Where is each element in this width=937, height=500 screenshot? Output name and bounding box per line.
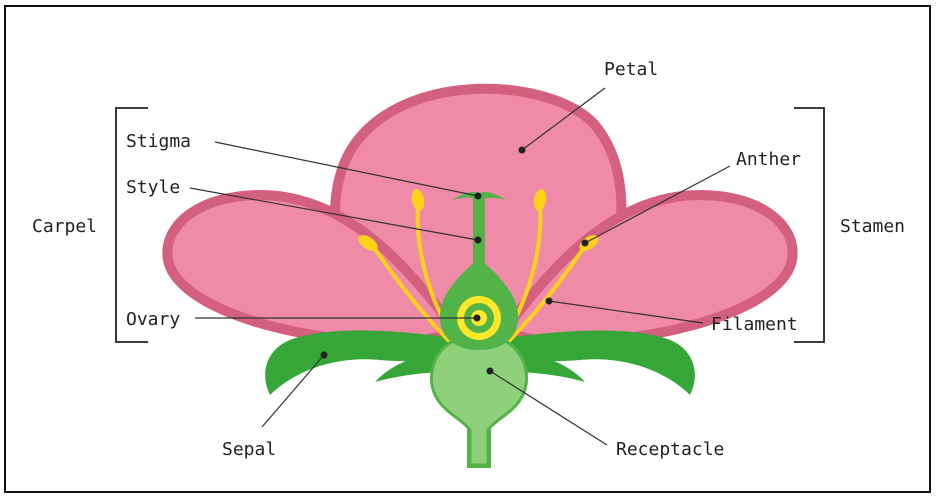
receptacle-label: Receptacle bbox=[616, 439, 724, 460]
anther-dot bbox=[582, 240, 589, 247]
sepal-label: Sepal bbox=[222, 439, 276, 460]
stigma-dot bbox=[475, 193, 482, 200]
filament-label: Filament bbox=[711, 314, 798, 335]
ovary-label: Ovary bbox=[126, 309, 180, 330]
style-dot bbox=[475, 237, 482, 244]
ovary-dot bbox=[474, 315, 481, 322]
receptacle-dot bbox=[487, 368, 494, 375]
style-label: Style bbox=[126, 177, 180, 198]
anther-label: Anther bbox=[736, 149, 801, 170]
filament-dot bbox=[546, 298, 553, 305]
carpel-label: Carpel bbox=[32, 216, 97, 237]
stigma-label: Stigma bbox=[126, 131, 191, 152]
stamen-bracket bbox=[794, 108, 824, 342]
sepal-dot bbox=[321, 352, 328, 359]
petal-label: Petal bbox=[604, 59, 658, 80]
petal-dot bbox=[519, 147, 526, 154]
stamen-label: Stamen bbox=[840, 216, 905, 237]
style-shape bbox=[473, 195, 485, 265]
receptacle-shape bbox=[431, 335, 526, 465]
